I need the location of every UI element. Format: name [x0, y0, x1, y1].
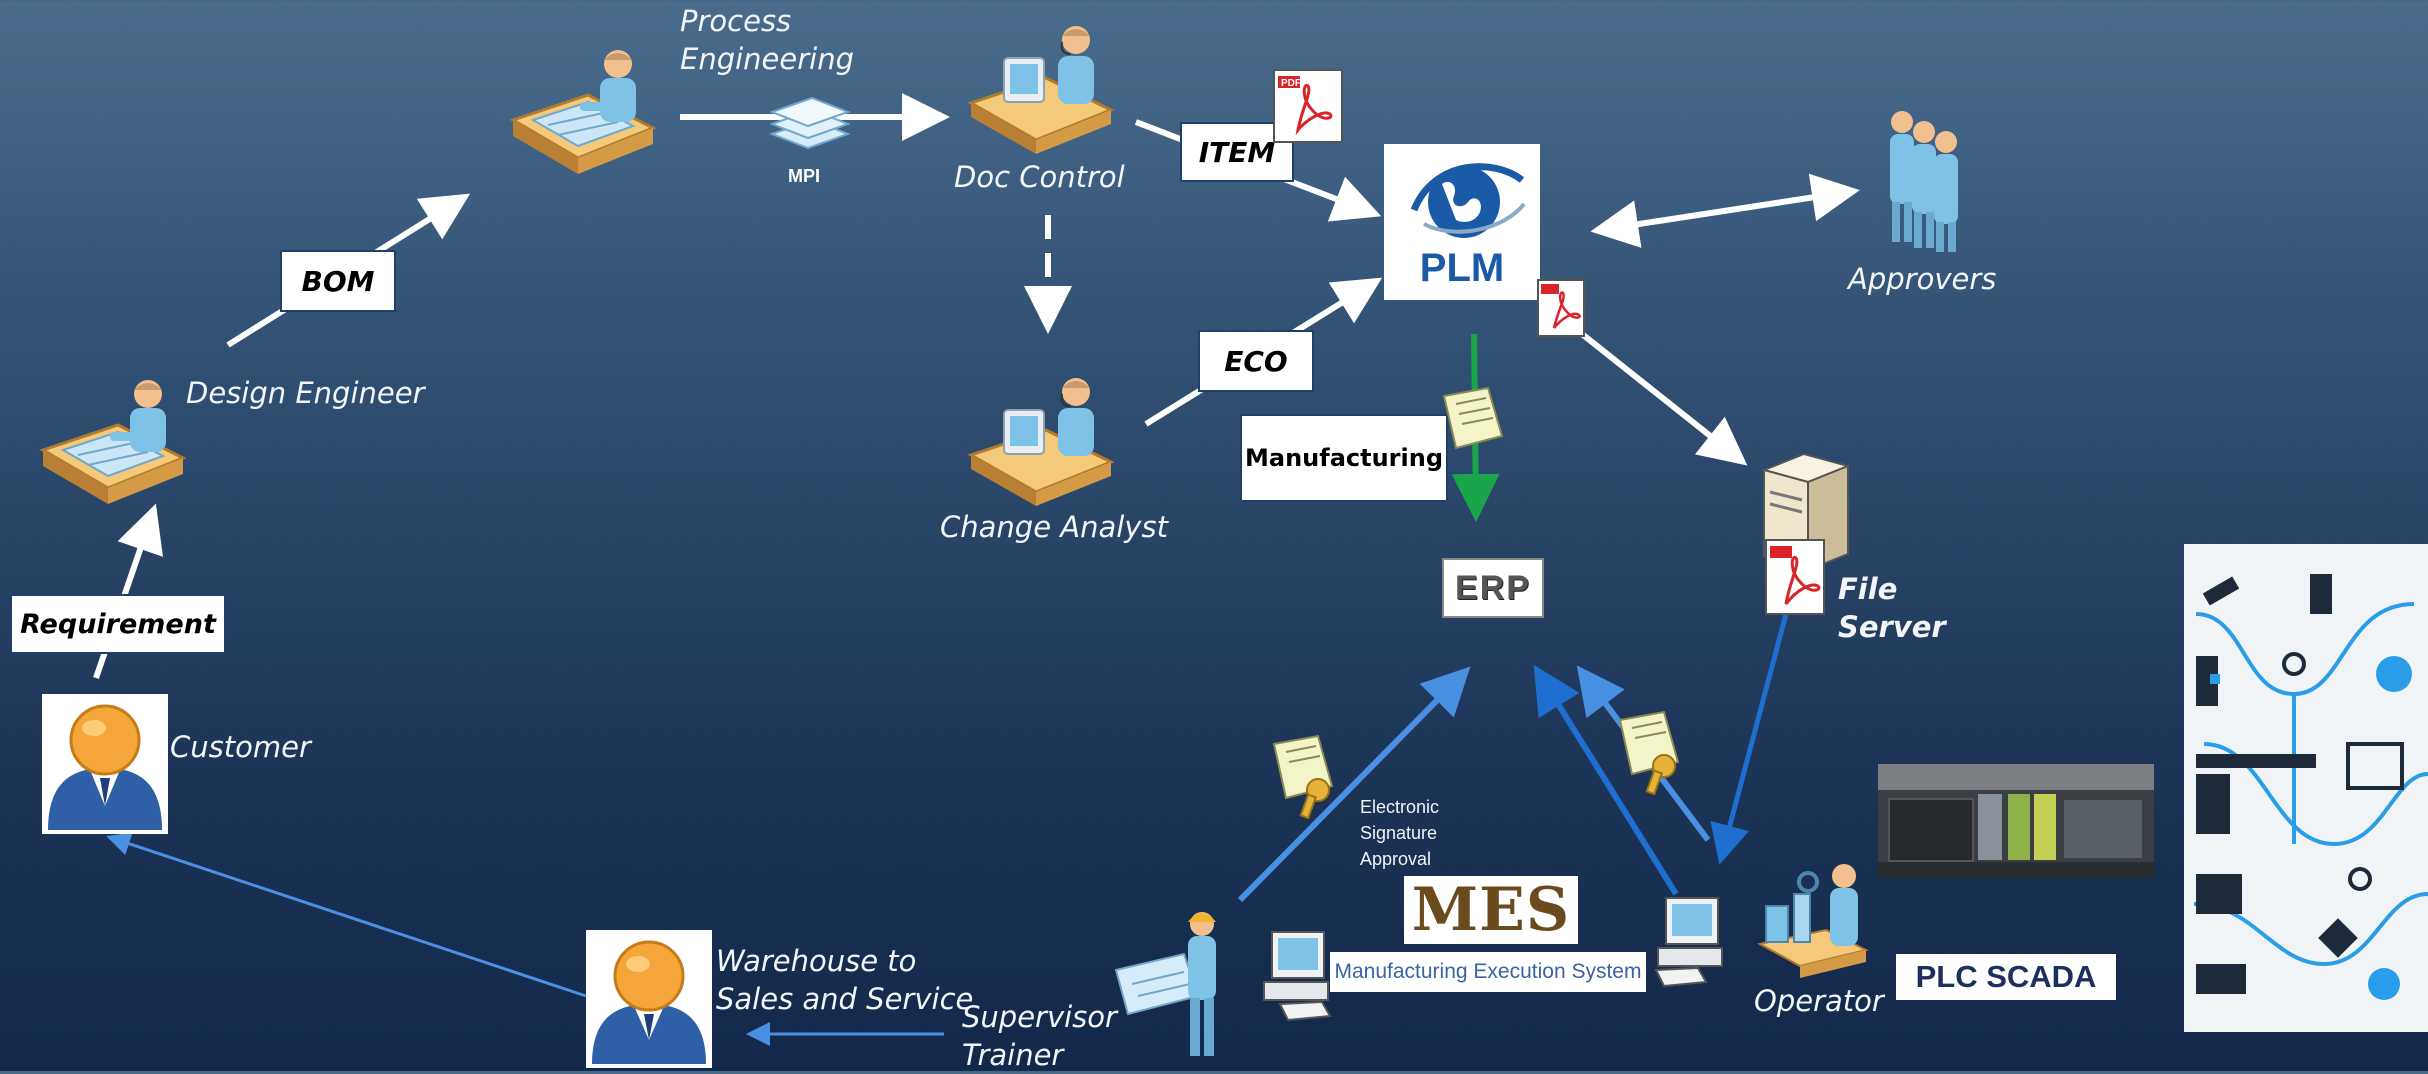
- plm-pdf: [1536, 278, 1586, 338]
- workstation-icon: [1654, 897, 1723, 988]
- doc-control-label: Doc Control: [954, 160, 1125, 194]
- supervisor-line-1: Supervisor: [962, 1000, 1117, 1034]
- customer-avatar-icon: [592, 940, 706, 1064]
- certified-document-icon: [1618, 710, 1680, 796]
- process-engineer-figure: [508, 40, 658, 180]
- arrow-fileserver-to-operator: [1710, 613, 1789, 865]
- plm-label: PLM: [1419, 246, 1505, 290]
- supervisor-line-2: Trainer: [962, 1038, 1064, 1072]
- warehouse-line-2: Sales and Service: [716, 982, 974, 1016]
- eco-box: ECO: [1198, 330, 1314, 392]
- arrow-warehouse-to-customer: [106, 832, 587, 998]
- plc-panel-photo: [1878, 764, 2154, 878]
- pdf-file-icon: [1537, 279, 1585, 337]
- change-analyst-label: Change Analyst: [940, 510, 1168, 544]
- mes-full-box: Manufacturing Execution System: [1330, 952, 1646, 992]
- arrow-plm-approvers: [1590, 173, 1860, 248]
- erp-label: ERP: [1455, 568, 1531, 607]
- arrow-operator-to-erp: [1533, 664, 1679, 896]
- operator-with-machine-icon: [1757, 864, 1869, 978]
- plc-scada-label: PLC SCADA: [1915, 959, 2097, 994]
- mpi-document-stack: [768, 90, 852, 156]
- electronic-signature-line-2: Signature: [1360, 823, 1438, 843]
- operator-figure: [1756, 854, 1876, 986]
- manufacturing-box: Manufacturing: [1240, 414, 1448, 502]
- iot-panel-icon: [2193, 574, 2428, 1000]
- process-engineering-label: Process Engineering: [680, 2, 854, 78]
- supervisor-figure: [1114, 900, 1234, 1060]
- signature-doc-right: [1616, 710, 1690, 796]
- globe-icon: [1410, 163, 1526, 238]
- customer-avatar-icon: [48, 704, 162, 830]
- file-server-label: File Server: [1838, 570, 1946, 646]
- mes-full-label: Manufacturing Execution System: [1334, 960, 1642, 983]
- manufacturing-doc: [1440, 386, 1506, 460]
- file-server-pdf: [1764, 538, 1826, 616]
- approvers-figure: [1880, 104, 1970, 254]
- pdf-file-icon: [1765, 539, 1825, 615]
- svg-text:PDF: PDF: [1281, 78, 1301, 89]
- warehouse-label: Warehouse to Sales and Service: [716, 942, 973, 1018]
- supervisor-with-blueprint-icon: [1114, 912, 1216, 1056]
- operator-label: Operator: [1754, 984, 1884, 1018]
- plm-box: PLM: [1384, 144, 1540, 300]
- warehouse-avatar: [586, 930, 712, 1068]
- document-icon: [1442, 386, 1504, 450]
- workstation-icon: [1263, 931, 1332, 1022]
- electronic-signature-line-3: Approval: [1360, 849, 1432, 869]
- warehouse-line-1: Warehouse to: [716, 944, 917, 978]
- engineer-at-drafting-table-icon: [39, 380, 187, 504]
- iot-panel: [2184, 544, 2428, 1032]
- change-analyst-figure: [966, 370, 1116, 510]
- erp-box: ERP: [1442, 558, 1544, 618]
- supervisor-workstation: [1260, 924, 1340, 1024]
- mes-logo: MES: [1404, 875, 1578, 945]
- file-server-line-2: Server: [1838, 610, 1946, 644]
- approver-group-icon: [1890, 111, 1958, 252]
- process-engineering-line-1: Process: [680, 4, 792, 38]
- file-server-line-1: File: [1838, 572, 1898, 606]
- electronic-signature-label: Electronic Signature Approval: [1360, 794, 1439, 872]
- item-pdf: PDF: [1272, 68, 1346, 144]
- operator-at-computer-icon: [967, 378, 1115, 506]
- arrow-supervisor-to-erp: [1237, 666, 1471, 903]
- supervisor-label: Supervisor Trainer: [962, 998, 1117, 1074]
- process-engineering-line-2: Engineering: [680, 42, 854, 76]
- arrow-plm-to-fileserver: [1580, 331, 1748, 466]
- mpi-label: MPI: [788, 166, 821, 186]
- design-engineer-figure: [38, 370, 188, 510]
- requirement-box: Requirement: [10, 594, 226, 654]
- document-stack-icon: [769, 96, 851, 150]
- plc-scada-box: PLC SCADA: [1896, 954, 2116, 1000]
- signature-doc-left: [1270, 734, 1344, 820]
- bom-box: BOM: [280, 250, 396, 312]
- operator-at-computer-icon: [967, 26, 1115, 154]
- mes-label: MES: [1411, 875, 1571, 945]
- approvers-label: Approvers: [1848, 262, 1997, 296]
- certified-document-icon: [1272, 734, 1334, 820]
- design-engineer-label: Design Engineer: [186, 376, 425, 410]
- electronic-signature-line-1: Electronic: [1360, 797, 1440, 817]
- operator-workstation: [1654, 890, 1734, 990]
- engineer-at-drafting-table-icon: [509, 50, 657, 174]
- customer-avatar: [42, 694, 168, 834]
- doc-control-figure: [966, 18, 1116, 158]
- pdf-file-icon: PDF: [1273, 69, 1343, 143]
- customer-label: Customer: [170, 730, 311, 764]
